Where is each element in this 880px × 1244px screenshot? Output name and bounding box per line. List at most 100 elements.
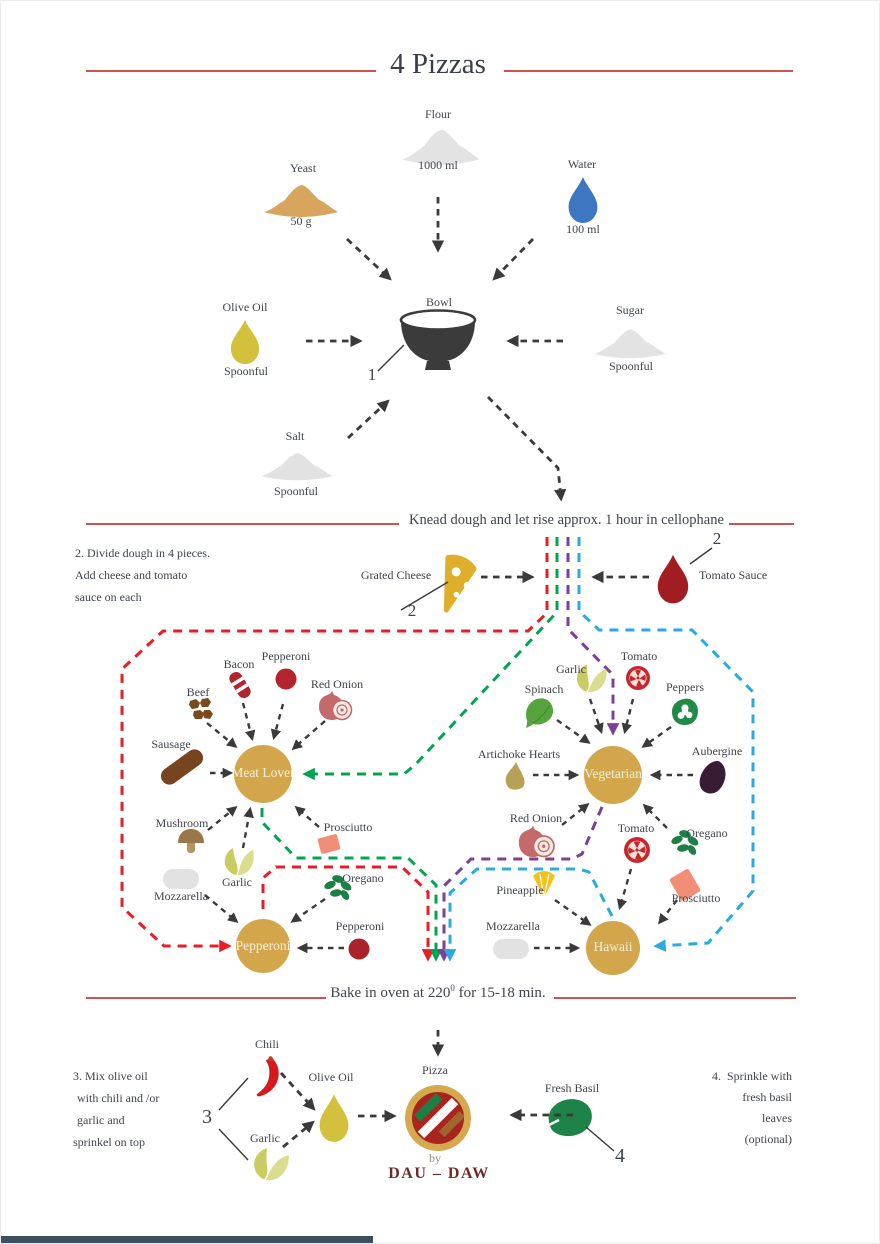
- red-onion-vg-label: Red Onion: [509, 811, 563, 825]
- water-label: Water: [567, 157, 597, 171]
- beef-icon: [189, 698, 213, 719]
- bowl-label: Bowl: [425, 295, 453, 309]
- olive-oil-label: Olive Oil: [222, 300, 268, 314]
- garlic-step3-label: Garlic: [250, 1131, 280, 1145]
- meat-lover-circle: [234, 745, 292, 803]
- mixing-arrows: [306, 197, 567, 502]
- bowl-to-knead-arrow: [487, 396, 567, 502]
- credit-name: DAU – DAW: [388, 1165, 490, 1182]
- tomato-hw-arrow: [616, 868, 633, 911]
- spinach-arrow: [556, 719, 591, 744]
- red-onion-label: Red Onion: [310, 677, 364, 691]
- grated-cheese-icon: [443, 554, 477, 613]
- step2-marker-sauce: 2: [712, 529, 722, 548]
- flour-amount: 1000 ml: [418, 158, 458, 172]
- red-onion-vg-arrow: [561, 803, 590, 826]
- garlic-callout-line: [218, 1128, 249, 1161]
- prosciutto-hw-arrow: [658, 899, 678, 925]
- beef-arrow: [206, 722, 238, 749]
- water-to-bowl-arrow: [492, 238, 535, 281]
- prosciutto-icon-meatlover: [317, 834, 341, 854]
- spinach-icon: [526, 698, 554, 729]
- prosciutto-ml-label: Prosciutto: [323, 820, 373, 834]
- basil-callout-line: [585, 1126, 615, 1152]
- step1-marker: 1: [367, 365, 377, 384]
- salt-amount: Spoonful: [273, 484, 319, 498]
- garlic-vg-label: Garlic: [556, 662, 586, 676]
- bowl-icon: [399, 309, 477, 370]
- artichoke-label: Artichoke Hearts: [477, 747, 561, 761]
- yeast-amount: 50 g: [290, 214, 312, 228]
- tomato-sauce-label: Tomato Sauce: [699, 568, 768, 582]
- olive-oil-step3-label: Olive Oil: [308, 1070, 354, 1084]
- prosciutto-hw-label: Prosciutto: [671, 891, 721, 905]
- chili-callout-line: [218, 1077, 249, 1111]
- sausage-icon: [160, 749, 204, 785]
- page-title: 4 Pizzas: [390, 48, 486, 80]
- step4-note-line2: fresh basil: [742, 1090, 792, 1104]
- olive-oil-drop-icon: [230, 319, 260, 365]
- peppers-arrow: [641, 726, 672, 748]
- mushroom-icon: [178, 829, 204, 853]
- red-onion-icon-vegetarian: [518, 824, 555, 858]
- route-meatlover-in: [302, 537, 559, 781]
- sugar-icon: [594, 329, 666, 359]
- step4-note-line1: 4. Sprinkle with: [712, 1069, 792, 1083]
- mushroom-label: Mushroom: [155, 816, 209, 830]
- hawaii-circle: [586, 921, 640, 975]
- tomato-icon-vegetarian: [626, 666, 650, 690]
- spinach-label: Spinach: [524, 682, 564, 696]
- mozzarella-pp-arrow: [204, 894, 239, 924]
- oregano-vg-label: Oregano: [686, 826, 728, 840]
- olive-oil-amount: Spoonful: [223, 364, 269, 378]
- step4-note-line3: leaves: [762, 1111, 792, 1125]
- pepperoni-slice-icon-2: [348, 938, 370, 960]
- chili-to-oil-arrow: [279, 1072, 316, 1111]
- yeast-to-bowl-arrow: [346, 237, 392, 281]
- beef-label: Beef: [186, 685, 210, 699]
- bacon-icon: [229, 671, 251, 699]
- mozzarella-icon-hawaii: [493, 939, 529, 959]
- pepperoni-name: Pepperoni: [235, 938, 291, 953]
- peppers-label: Peppers: [666, 680, 704, 694]
- red-onion-icon: [318, 690, 353, 721]
- route-vegetarian-out: [437, 806, 604, 962]
- fresh-basil-label: Fresh Basil: [544, 1081, 600, 1095]
- tomato-hw-label: Tomato: [617, 821, 655, 835]
- mozzarella-pp-label: Mozzarella: [154, 889, 208, 903]
- hawaii-name: Hawaii: [593, 939, 633, 954]
- pineapple-arrow: [554, 899, 592, 926]
- pepperoni-topping-label: Pepperoni: [261, 649, 311, 663]
- pineapple-icon: [533, 871, 555, 899]
- step2-note-line3: sauce on each: [75, 590, 142, 604]
- sugar-label: Sugar: [616, 303, 644, 317]
- bacon-label: Bacon: [223, 657, 255, 671]
- step3-note-line3: garlic and: [77, 1113, 125, 1127]
- knead-note: Knead dough and let rise approx. 1 hour …: [409, 512, 724, 528]
- pizza-icon: [405, 1085, 471, 1151]
- garlic-icon-step3: [250, 1145, 291, 1185]
- tomato-vg-arrow: [621, 698, 635, 735]
- bake-note-text: Bake in oven at 220: [330, 985, 451, 1001]
- bacon-arrow: [241, 702, 256, 742]
- topping-arrows: [204, 698, 693, 954]
- route-pepperoni-in: [120, 537, 549, 953]
- bowl-callout-line: [377, 344, 405, 372]
- salt-label: Salt: [285, 429, 305, 443]
- aubergine-icon: [699, 760, 726, 794]
- step2-note-line2: Add cheese and tomato: [75, 568, 188, 582]
- chili-label: Chili: [254, 1037, 280, 1051]
- oregano-vg-arrow: [642, 803, 668, 829]
- garlic-vg-arrow: [588, 698, 604, 734]
- pepperoni-pp-label: Pepperoni: [335, 919, 385, 933]
- mushroom-arrow: [207, 805, 238, 831]
- vegetarian-name: Vegetarian: [584, 766, 642, 781]
- sugar-amount: Spoonful: [608, 359, 654, 373]
- step3-marker: 3: [202, 1106, 212, 1128]
- step2-note-line1: 2. Divide dough in 4 pieces.: [75, 546, 210, 560]
- peppers-icon: [672, 698, 698, 725]
- pineapple-label: Pineapple: [496, 883, 544, 897]
- aubergine-label: Aubergine: [691, 744, 743, 758]
- sauce-callout-line: [689, 547, 713, 565]
- prosciutto-ml-arrow: [294, 805, 320, 828]
